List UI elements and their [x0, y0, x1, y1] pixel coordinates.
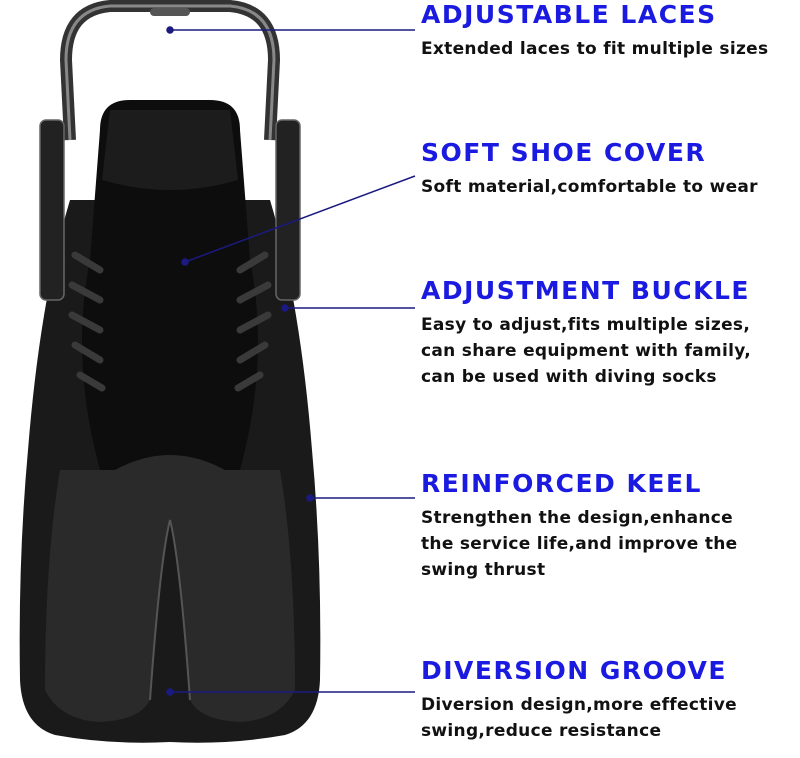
feature-diversion-groove: DIVERSION GROOVE Diversion design,more e…	[421, 656, 737, 744]
fin-strap	[59, 0, 281, 141]
feature-description: Soft material,comfortable to wear	[421, 177, 758, 197]
feature-title: SOFT SHOE COVER	[421, 138, 707, 167]
feature-description: Strengthen the design,enhance the servic…	[421, 508, 738, 580]
feature-adjustment-buckle: ADJUSTMENT BUCKLE Easy to adjust,fits mu…	[421, 276, 751, 390]
feature-title: ADJUSTABLE LACES	[421, 0, 717, 29]
feature-title: REINFORCED KEEL	[421, 469, 702, 498]
fin-side-vents	[68, 251, 272, 392]
feature-adjustable-laces: ADJUSTABLE LACES Extended laces to fit m…	[421, 0, 768, 62]
feature-reinforced-keel: REINFORCED KEEL Strengthen the design,en…	[421, 469, 738, 583]
fin-buckles	[39, 119, 301, 301]
fin-foot-pocket	[82, 100, 258, 490]
feature-description: Diversion design,more effective swing,re…	[421, 695, 737, 741]
feature-title: DIVERSION GROOVE	[421, 656, 727, 685]
feature-title: ADJUSTMENT BUCKLE	[421, 276, 750, 305]
feature-soft-shoe-cover: SOFT SHOE COVER Soft material,comfortabl…	[421, 138, 758, 200]
feature-description: Easy to adjust,fits multiple sizes, can …	[421, 315, 752, 387]
feature-description: Extended laces to fit multiple sizes	[421, 39, 769, 59]
leader-lines	[166, 26, 416, 696]
